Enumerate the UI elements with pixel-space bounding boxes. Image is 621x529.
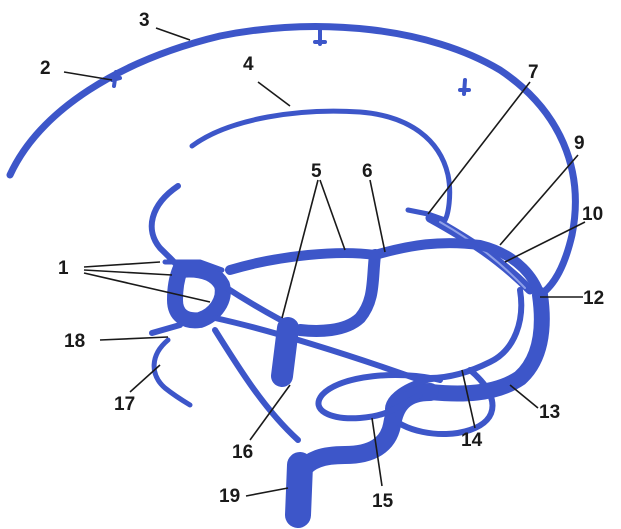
- vein-5-stub: [282, 328, 288, 376]
- tributary-3: [315, 28, 325, 44]
- label-10: 10: [582, 204, 603, 225]
- tributary-right: [460, 80, 469, 94]
- label-9: 9: [574, 133, 585, 154]
- label-17: 17: [114, 394, 135, 415]
- ophthalmic-vein: [152, 186, 180, 270]
- basal-vein: [300, 255, 375, 331]
- label-18: 18: [64, 331, 85, 352]
- internal-jugular-vein: [298, 465, 300, 515]
- label-12: 12: [583, 288, 604, 309]
- label-13: 13: [539, 402, 560, 423]
- label-19: 19: [219, 486, 240, 507]
- label-14: 14: [461, 430, 483, 451]
- petrosal-arc: [430, 290, 521, 378]
- label-4: 4: [243, 54, 254, 75]
- label-15: 15: [372, 491, 394, 512]
- vein-18: [152, 325, 180, 333]
- label-6: 6: [362, 161, 373, 182]
- label-16: 16: [232, 442, 253, 463]
- label-2: 2: [40, 58, 51, 79]
- leader-lines: [64, 28, 585, 496]
- label-1: 1: [58, 258, 69, 279]
- facial-vein: [154, 340, 190, 405]
- label-5: 5: [311, 161, 322, 182]
- label-3: 3: [139, 10, 150, 31]
- label-7: 7: [528, 62, 539, 83]
